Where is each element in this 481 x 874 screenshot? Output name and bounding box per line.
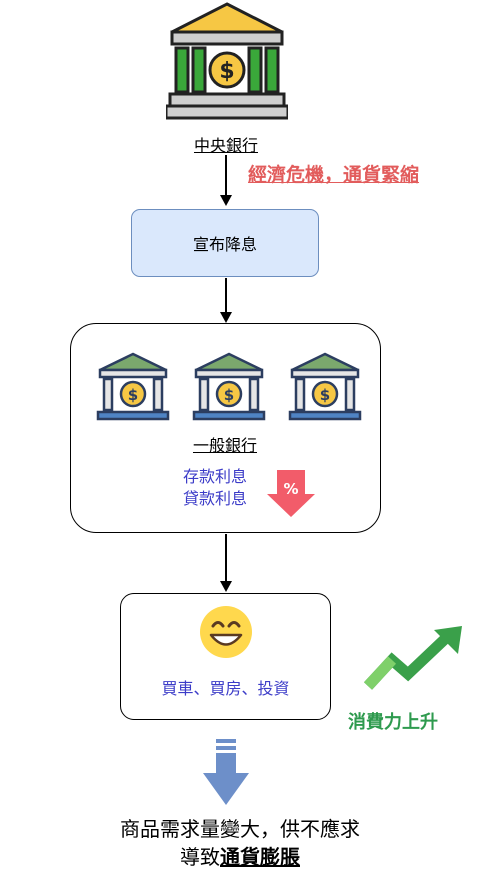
flow-arrow-1 [220, 155, 232, 206]
svg-text:$: $ [128, 386, 138, 404]
crisis-note: 經濟危機，通貨緊縮 [248, 164, 420, 186]
consumption-rise-note: 消費力上升 [348, 712, 438, 733]
conclusion-prefix: 導致 [180, 845, 220, 869]
central-bank-icon: $ [166, 2, 288, 120]
interest-rates-list: 存款利息 貸款利息 [183, 466, 247, 510]
bank-icon: $ [192, 352, 266, 421]
inflation-label: 通貨膨脹 [220, 845, 300, 869]
deposit-interest-label: 存款利息 [183, 467, 248, 486]
announce-rate-cut-box: 宣布降息 [131, 209, 319, 277]
percent-symbol: % [283, 480, 298, 498]
smile-emoji-icon [200, 606, 252, 658]
loan-interest-label: 貸款利息 [183, 489, 248, 508]
svg-text:$: $ [224, 386, 234, 404]
down-arrow-icon [203, 739, 249, 805]
growth-arrow-icon [363, 626, 462, 690]
central-bank-label: 中央銀行 [193, 136, 258, 155]
conclusion-text: 商品需求量變大，供不應求 導致通貨膨脹 [60, 815, 420, 871]
bank-icon: $ [96, 352, 170, 421]
conclusion-line-2: 導致通貨膨脹 [60, 843, 420, 871]
down-percent-arrow-icon: % [267, 470, 315, 517]
announce-rate-cut-label: 宣布降息 [192, 235, 257, 254]
svg-text:$: $ [219, 59, 234, 84]
svg-text:$: $ [320, 386, 330, 404]
bank-icon: $ [288, 352, 362, 421]
flow-arrow-3 [220, 534, 232, 592]
consumer-actions-label: 買車、買房、投資 [161, 679, 290, 698]
flow-arrow-2 [220, 278, 232, 323]
general-bank-label: 一般銀行 [192, 436, 257, 455]
conclusion-line-1: 商品需求量變大，供不應求 [120, 817, 360, 841]
